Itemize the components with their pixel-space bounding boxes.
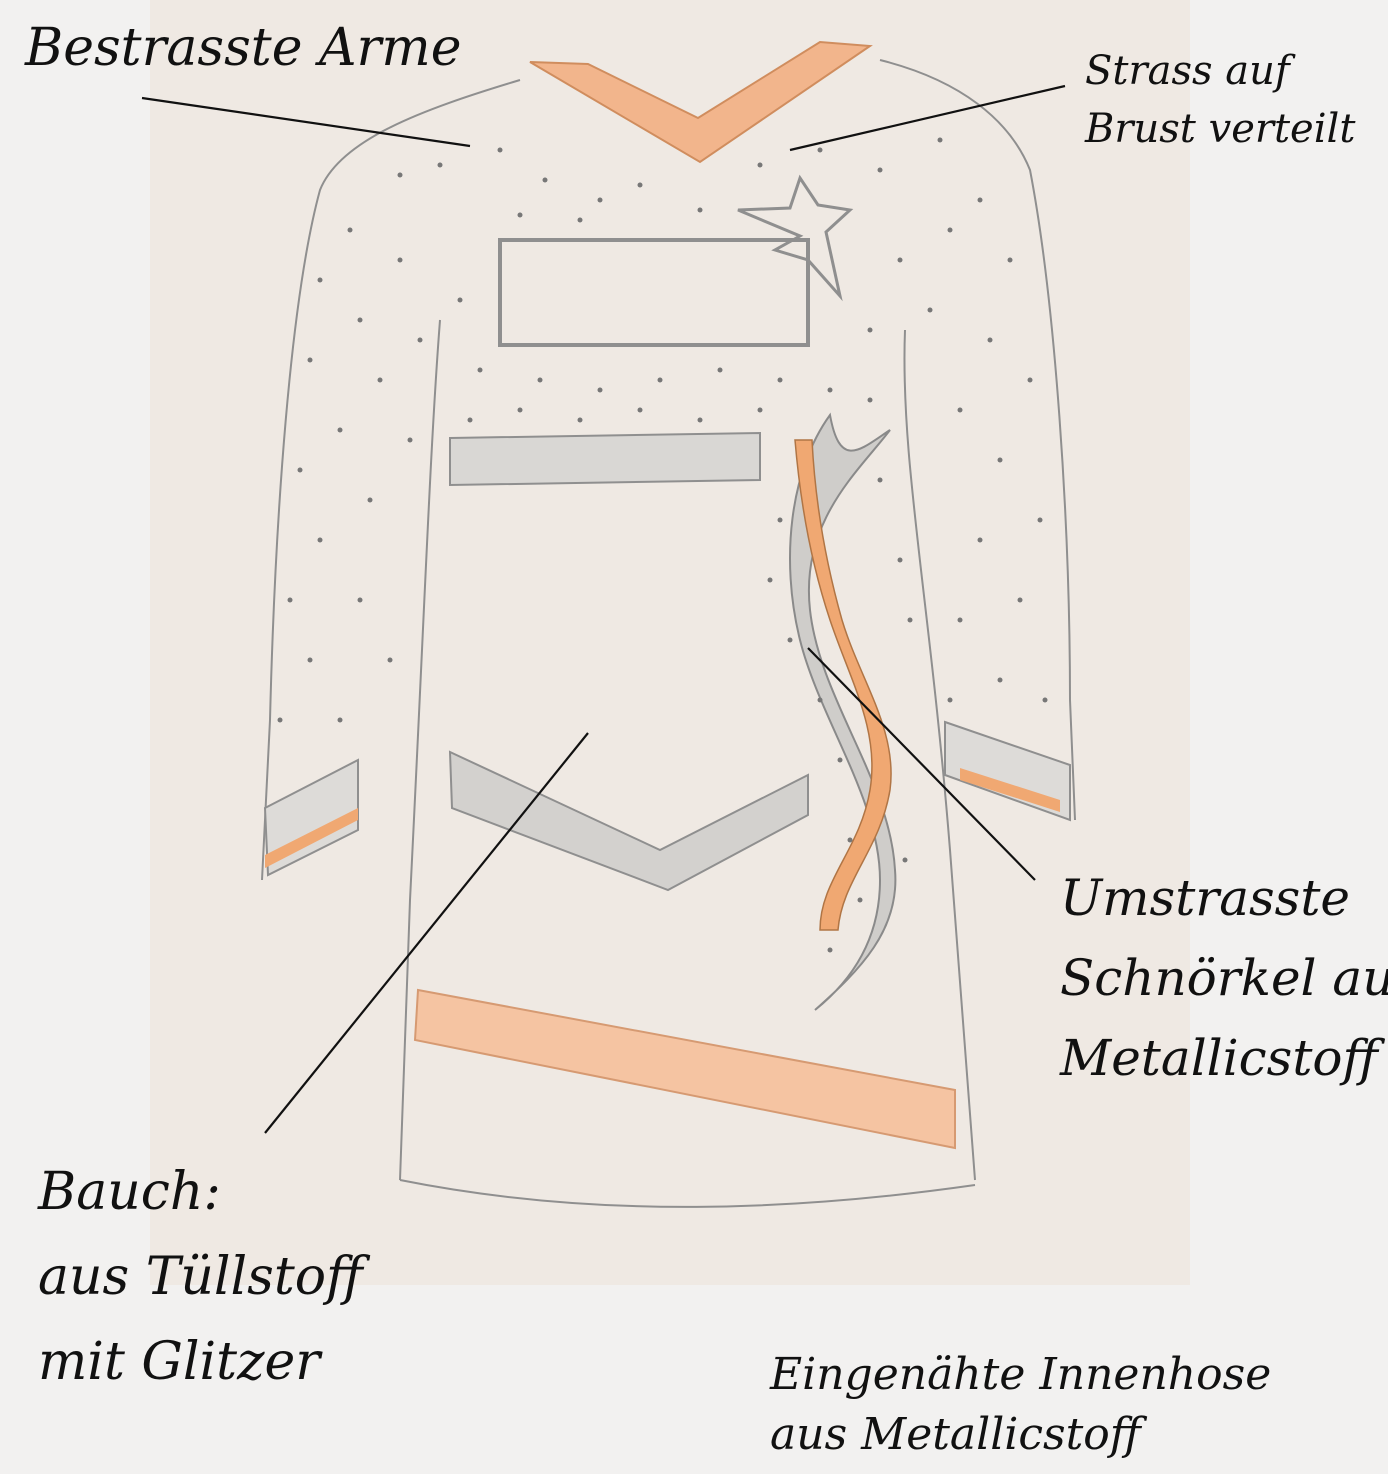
label-chest-line-2: Brust verteilt	[1085, 100, 1355, 158]
label-swirls-line-3: Metallicstoff	[1060, 1018, 1388, 1098]
waist-band	[450, 433, 760, 485]
label-belly-line-2: aus Tüllstoff	[38, 1235, 363, 1320]
label-shorts-line-1: Eingenähte Innenhose	[770, 1345, 1271, 1405]
label-swirls-line-1: Umstrasste	[1060, 858, 1388, 938]
leader-arms	[142, 98, 470, 146]
star-icon	[738, 178, 850, 296]
label-belly-line-1: Bauch:	[38, 1150, 363, 1235]
hem-line	[400, 1180, 975, 1207]
name-plate	[500, 240, 808, 345]
belly-chevron	[450, 752, 808, 890]
label-arms-line-1: Bestrasste Arme	[25, 20, 462, 77]
label-swirls: Umstrasste Schnörkel aus Metallicstoff	[1060, 858, 1388, 1098]
rhinestones	[278, 138, 1048, 953]
label-swirls-line-2: Schnörkel aus	[1060, 938, 1388, 1018]
label-shorts: Eingenähte Innenhose aus Metallicstoff	[770, 1345, 1271, 1465]
leader-chest	[790, 86, 1065, 150]
label-chest: Strass auf Brust verteilt	[1085, 42, 1355, 158]
label-arms: Bestrasste Arme	[25, 20, 462, 77]
label-belly: Bauch: aus Tüllstoff mit Glitzer	[38, 1150, 363, 1405]
label-shorts-line-2: aus Metallicstoff	[770, 1405, 1271, 1465]
label-belly-line-3: mit Glitzer	[38, 1320, 363, 1405]
left-side-seam	[400, 320, 440, 1180]
hem-band	[415, 990, 955, 1148]
label-chest-line-1: Strass auf	[1085, 42, 1355, 100]
